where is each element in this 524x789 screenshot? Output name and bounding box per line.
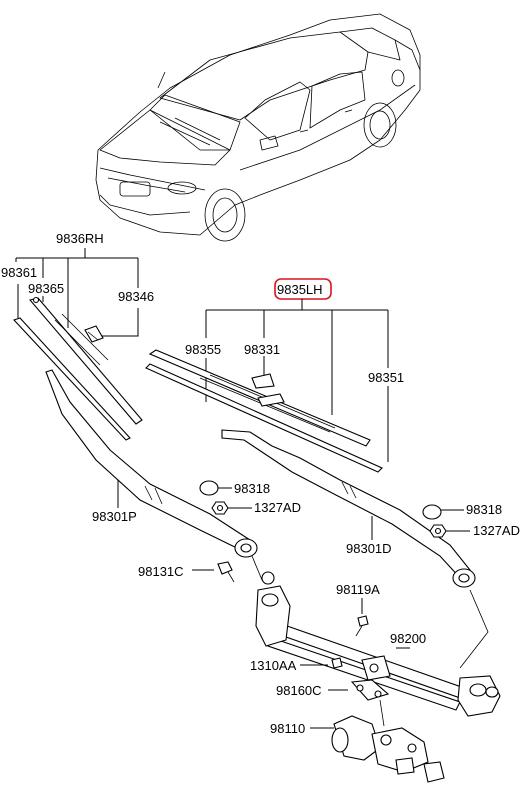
label-arm-rh: 98301P xyxy=(92,509,137,524)
rh-insert-strip xyxy=(13,317,131,441)
label-lh-insert: 98351 xyxy=(368,370,404,385)
car-illustration xyxy=(95,13,421,242)
label-cap-rh: 98318 xyxy=(234,481,270,496)
bolt-motor-bracket-icon xyxy=(355,615,369,637)
label-bolt-motor-bracket: 98119A xyxy=(336,582,380,597)
label-bracket: 98160C xyxy=(276,683,322,698)
label-bolt-small: 1310AA xyxy=(250,658,297,673)
bracket-icon xyxy=(350,679,390,701)
label-cap-lh: 98318 xyxy=(466,502,502,517)
rh-blade xyxy=(29,297,143,425)
label-rh-assy: 9836RH xyxy=(56,231,104,246)
lh-assy-highlight xyxy=(274,278,332,300)
rh-wiper-arm xyxy=(45,369,258,558)
nut-rh-icon xyxy=(211,501,229,515)
lh-blade-group xyxy=(145,278,389,473)
cap-rh-icon xyxy=(199,480,219,496)
label-rh-clip: 98346 xyxy=(118,289,154,304)
label-lh-assy: 9835LH xyxy=(277,282,323,297)
rh-blade-group xyxy=(13,248,143,441)
label-lh-clip: 98331 xyxy=(244,342,280,357)
label-arm-lh: 98301D xyxy=(346,541,392,556)
lh-insert-strip xyxy=(145,363,383,473)
rh-clip-icon xyxy=(84,325,104,343)
label-rh-insert: 98361 xyxy=(1,265,37,280)
label-rh-blade: 98365 xyxy=(28,281,64,296)
bolt-linkage-icon xyxy=(217,561,235,583)
cap-lh-icon xyxy=(422,504,442,520)
nut-lh-icon xyxy=(429,524,447,538)
label-nut-lh: 1327AD xyxy=(473,523,520,538)
wiper-motor xyxy=(331,699,445,783)
bolt-small-icon xyxy=(331,657,343,669)
lh-wiper-arm xyxy=(221,429,476,588)
label-linkage: 98200 xyxy=(390,631,426,646)
label-nut-rh: 1327AD xyxy=(254,500,301,515)
label-motor: 98110 xyxy=(270,721,305,736)
linkage-assembly xyxy=(251,555,501,717)
label-lh-blade: 98355 xyxy=(185,342,221,357)
lh-clip-icon xyxy=(251,373,275,389)
label-bolt-linkage: 98131C xyxy=(138,564,184,579)
